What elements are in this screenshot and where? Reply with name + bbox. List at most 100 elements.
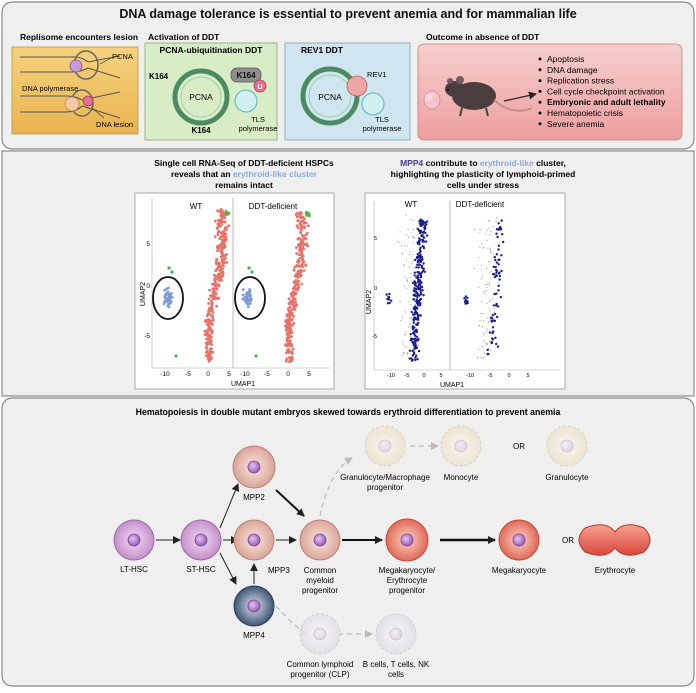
scatter-point-navy bbox=[418, 243, 421, 246]
scatter-point-navy bbox=[413, 332, 416, 335]
scatter-point-navy bbox=[419, 250, 422, 253]
scatter-point-navy bbox=[415, 328, 418, 331]
outcome-item: Severe anemia bbox=[547, 119, 604, 129]
scatter-point-grey bbox=[404, 311, 406, 313]
scatter-point-navy bbox=[413, 345, 416, 349]
scatter-point-blue bbox=[245, 295, 249, 299]
plot2-wt-label: WT bbox=[405, 200, 418, 209]
scatter-point-grey bbox=[482, 332, 484, 334]
scatter-point-red bbox=[216, 249, 219, 253]
scatter-point-navy bbox=[411, 341, 414, 344]
scatter-point-navy bbox=[464, 301, 468, 304]
scatter-point-red bbox=[219, 218, 223, 222]
plot2-xtick-m10-b: -10 bbox=[466, 373, 474, 379]
scatter-point-grey bbox=[493, 308, 495, 310]
scatter-point-navy bbox=[412, 321, 415, 324]
cmp-label-1: Common bbox=[304, 566, 336, 575]
scatter-point-red bbox=[295, 264, 299, 267]
box2-k164-left: K164 bbox=[149, 72, 169, 81]
box2-tls-1: TLS bbox=[251, 115, 265, 124]
scatter-point-grey bbox=[478, 256, 480, 259]
scatter-point-blue bbox=[169, 301, 172, 305]
scatter-point-green bbox=[167, 266, 171, 270]
plot1-xtick-0-b: 0 bbox=[286, 371, 290, 378]
scatter-point-red bbox=[224, 256, 228, 260]
scatter-point-red bbox=[218, 268, 222, 272]
scatter-point-grey bbox=[401, 245, 403, 247]
scatter-point-grey bbox=[410, 304, 412, 306]
scatter-point-navy bbox=[498, 227, 501, 230]
scatter-point-red bbox=[210, 339, 213, 343]
scatter-point-navy bbox=[417, 277, 420, 281]
scatter-point-navy bbox=[423, 236, 426, 239]
scatter-point-navy bbox=[411, 349, 414, 352]
box-activation-ddt: Activation of DDT PCNA-ubiquitination DD… bbox=[144, 32, 278, 141]
scatter-point-red bbox=[205, 331, 209, 335]
outcome-item: Embryonic and adult lethality bbox=[547, 97, 666, 107]
scatter-point-navy bbox=[418, 259, 421, 263]
cell-mep bbox=[385, 518, 429, 562]
plot2-xtick-m5: -5 bbox=[405, 373, 410, 379]
plot1-xtick-5: 5 bbox=[227, 371, 231, 378]
scatter-point-navy bbox=[497, 305, 500, 308]
scatter-point-red bbox=[290, 318, 294, 322]
scatter-point-navy bbox=[418, 263, 421, 266]
scatter-point-red bbox=[300, 282, 304, 286]
scatter-point-grey bbox=[478, 348, 480, 350]
scatter-point-red bbox=[287, 318, 290, 322]
plot1-xtick-0: 0 bbox=[206, 371, 210, 378]
scatter-point-navy bbox=[418, 314, 422, 317]
scatter-point-grey bbox=[410, 325, 412, 328]
scatter-point-grey bbox=[409, 254, 411, 256]
scatter-point-navy bbox=[416, 252, 419, 256]
scatter-point-navy bbox=[466, 296, 469, 300]
box2-u-label: U bbox=[257, 84, 262, 91]
scatter-point-grey bbox=[473, 229, 475, 231]
scatter-point-grey bbox=[408, 236, 410, 238]
scatter-point-red bbox=[221, 259, 225, 263]
scatter-point-red bbox=[213, 219, 217, 223]
scatter-point-grey bbox=[478, 325, 480, 327]
scatter-point-grey bbox=[408, 266, 410, 268]
scatter-point-navy bbox=[501, 233, 504, 236]
scatter-point-navy bbox=[498, 271, 501, 274]
scatter-point-red bbox=[291, 347, 295, 351]
scatter-point-grey bbox=[489, 251, 492, 253]
scatter-point-red bbox=[307, 224, 310, 228]
scatter-point-red bbox=[210, 309, 214, 313]
mep-label-2: Erythrocyte bbox=[387, 576, 428, 585]
scatter-point-grey bbox=[480, 278, 482, 280]
scatter-point-grey bbox=[481, 275, 483, 277]
scatter-point-grey bbox=[401, 354, 403, 356]
scatter-point-red bbox=[294, 303, 298, 307]
scatter-point-grey bbox=[417, 221, 419, 223]
scatter-point-grey bbox=[482, 312, 484, 315]
scatter-point-red bbox=[301, 215, 305, 219]
scatter-point-red bbox=[218, 237, 222, 241]
right-title-erythroid: erythroid-like bbox=[480, 158, 534, 168]
scatter-point-grey bbox=[481, 326, 483, 328]
scatter-point-blue bbox=[170, 292, 173, 295]
scatter-point-navy bbox=[466, 300, 469, 303]
clp-label-1: Common lymphoid bbox=[287, 660, 354, 669]
scatter-point-navy bbox=[500, 269, 503, 273]
scatter-point-navy bbox=[416, 271, 419, 274]
scatter-point-navy bbox=[466, 302, 469, 305]
scatter-point-red bbox=[215, 304, 219, 308]
scatter-point-red bbox=[299, 230, 303, 234]
scatter-point-red bbox=[299, 220, 303, 224]
scatter-point-red bbox=[293, 274, 297, 278]
box1-polymerase-label: DNA polymerase bbox=[22, 84, 78, 93]
box1-lesion-label: DNA lesion bbox=[96, 120, 133, 129]
scatter-point-navy bbox=[495, 228, 499, 231]
left-title-line1: Single cell RNA-Seq of DDT-deficient HSP… bbox=[154, 158, 334, 168]
tls-polymerase-icon-2 bbox=[361, 92, 385, 116]
scatter-point-red bbox=[219, 275, 222, 278]
scatter-point-red bbox=[219, 265, 222, 269]
scatter-point-grey bbox=[486, 286, 488, 288]
scatter-point-grey bbox=[489, 299, 491, 302]
box2-k164-bottom: K164 bbox=[191, 126, 211, 135]
scatter-point-green bbox=[306, 211, 309, 215]
scatter-point-red bbox=[213, 282, 217, 286]
